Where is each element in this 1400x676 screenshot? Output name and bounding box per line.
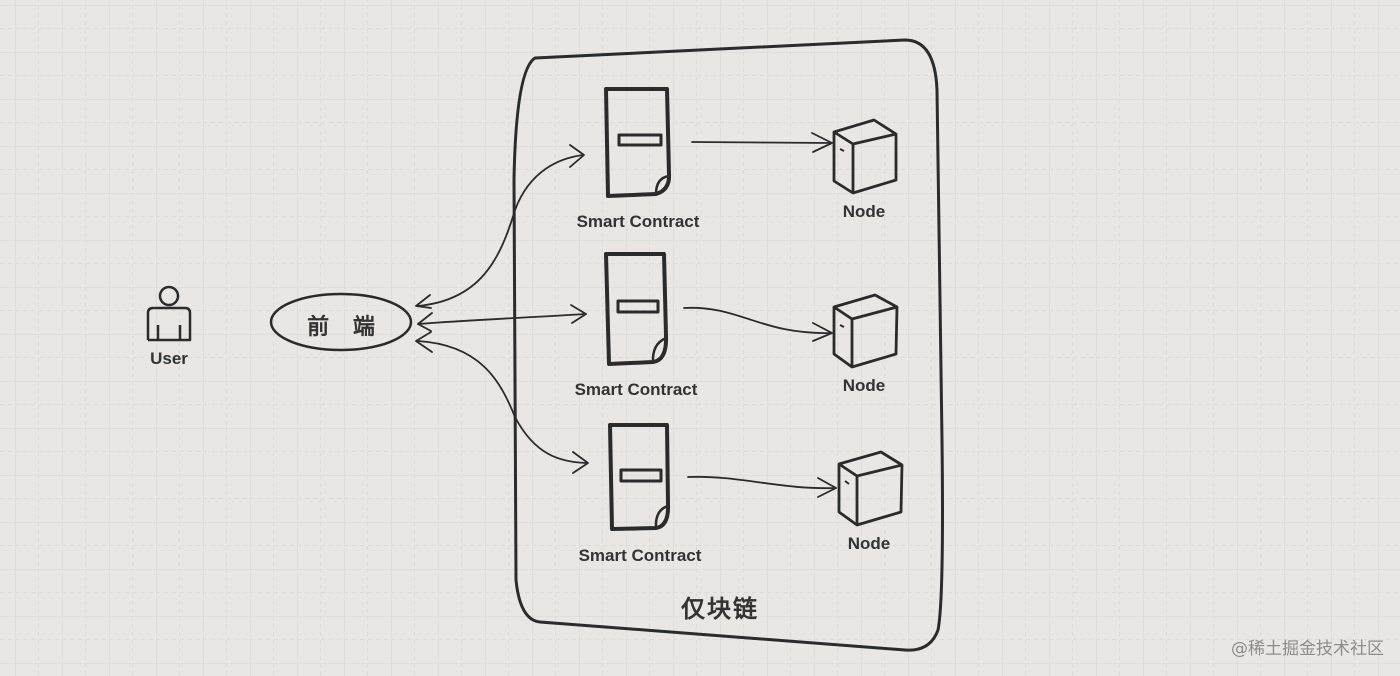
document-icon[interactable] — [604, 252, 669, 366]
edge-contract-node-2 — [683, 306, 833, 334]
arrowhead-node-3 — [817, 477, 837, 498]
arrowhead-node-2 — [812, 322, 833, 342]
document-icon[interactable] — [608, 423, 671, 531]
server-cube-icon[interactable] — [837, 450, 904, 527]
edge-contract-node-1 — [691, 141, 833, 144]
server-cube-icon[interactable] — [832, 118, 898, 195]
node-label: Node — [847, 534, 891, 553]
node-label: Node — [842, 376, 886, 395]
watermark: @稀土掘金技术社区 — [1231, 639, 1384, 659]
frontend-ellipse[interactable] — [269, 292, 413, 352]
smart-contract-label: Smart Contract — [578, 546, 702, 565]
blockchain-container[interactable] — [512, 38, 944, 652]
edge-contract-node-3 — [687, 475, 837, 490]
arrowhead-contract-1 — [569, 144, 585, 168]
user-label: User — [150, 349, 188, 368]
blockchain-label: 仅块链 — [681, 595, 759, 623]
edge-frontend-contract-1 — [417, 154, 584, 307]
frontend-label: 前 端 — [307, 315, 383, 340]
arrowhead-node-1 — [811, 132, 833, 153]
smart-contract-label: Smart Contract — [574, 380, 698, 399]
edge-frontend-contract-2 — [417, 313, 587, 325]
arrowhead-frontend-2 — [417, 312, 433, 332]
node-label: Node — [842, 202, 886, 221]
edge-frontend-contract-3 — [417, 340, 587, 464]
arrowhead-contract-3 — [572, 451, 589, 474]
user-icon[interactable] — [146, 285, 192, 342]
arrowhead-frontend-3 — [415, 331, 433, 353]
smart-contract-label: Smart Contract — [576, 212, 700, 231]
document-icon[interactable] — [604, 87, 672, 198]
server-cube-icon[interactable] — [832, 293, 899, 369]
arrowhead-contract-2 — [570, 304, 587, 324]
arrowhead-frontend-1 — [415, 294, 432, 309]
